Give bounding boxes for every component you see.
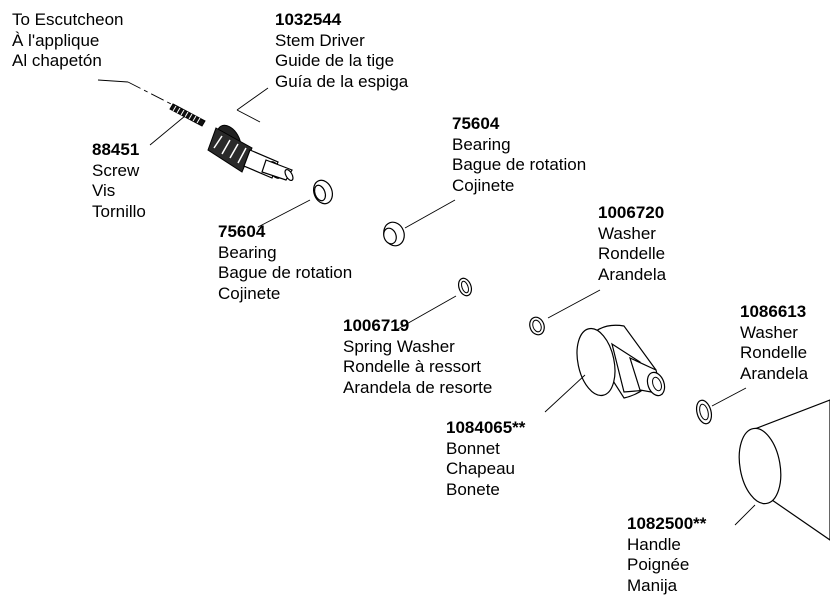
bearing-left-name-es: Cojinete: [218, 283, 281, 303]
bearing-left-name-fr: Bague de rotation: [218, 263, 353, 282]
screw-name-fr: Vis: [92, 181, 116, 200]
bonnet-name-fr: Chapeau: [446, 459, 516, 478]
escutcheon-label-fr: À l'applique: [12, 30, 100, 50]
screw-label: 88451 Screw Vis Tornillo: [92, 140, 146, 222]
bearing-left-name-en: Bearing: [218, 242, 277, 262]
spring-washer-part-number: 1006719: [343, 316, 410, 335]
washer-1006720-part-number: 1006720: [598, 203, 665, 222]
washer-1086613-name-fr: Rondelle: [740, 343, 808, 362]
handle-part: [734, 399, 830, 541]
bonnet-name-es: Bonete: [446, 479, 500, 499]
bonnet-label: 1084065** Bonnet Chapeau Bonete: [446, 418, 525, 500]
handle-name-es: Manija: [627, 575, 678, 595]
spring-washer-name-es: Arandela de resorte: [343, 377, 493, 397]
bearing-right-name-en: Bearing: [452, 134, 511, 154]
stem-driver-name-es: Guía de la espiga: [275, 71, 409, 91]
stem-driver-label: 1032544 Stem Driver Guide de la tige Guí…: [275, 10, 408, 92]
bearing-right-name-es: Cojinete: [452, 175, 515, 195]
washer-1006720-label: 1006720 Washer Rondelle Arandela: [598, 203, 666, 285]
screw-name-en: Screw: [92, 160, 140, 180]
washer-1086613-part-number: 1086613: [740, 302, 807, 321]
washer-1006720-part: [529, 289, 601, 336]
stem-driver-name-en: Stem Driver: [275, 30, 365, 50]
bearing-left-part: [257, 179, 334, 228]
washer-1086613-label: 1086613 Washer Rondelle Arandela: [740, 302, 808, 384]
escutcheon-label-en: To Escutcheon: [12, 10, 124, 29]
bearing-right-part-number: 75604: [452, 114, 500, 133]
bearing-right-label: 75604 Bearing Bague de rotation Cojinete: [452, 114, 586, 196]
screw-name-es: Tornillo: [92, 201, 146, 221]
handle-part-number: 1082500**: [627, 514, 707, 533]
escutcheon-label: To Escutcheon À l'applique Al chapetón: [12, 10, 124, 72]
stem-driver-part-number: 1032544: [275, 10, 342, 29]
stem-driver-part: [207, 87, 294, 182]
washer-1006720-name-en: Washer: [598, 223, 656, 243]
screw-part: [149, 103, 206, 146]
spring-washer-name-fr: Rondelle à ressort: [343, 357, 481, 376]
washer-1086613-name-es: Arandela: [740, 363, 809, 383]
washer-1006720-name-fr: Rondelle: [598, 244, 666, 263]
spring-washer-label: 1006719 Spring Washer Rondelle à ressort…: [343, 316, 492, 398]
spring-washer-part: [395, 277, 473, 331]
escutcheon-underline: [97, 79, 129, 83]
washer-1086613-name-en: Washer: [740, 322, 798, 342]
escutcheon-axis-line: [127, 81, 176, 107]
stem-driver-name-fr: Guide de la tige: [275, 51, 395, 70]
handle-name-en: Handle: [627, 534, 681, 554]
bearing-right-name-fr: Bague de rotation: [452, 155, 587, 174]
screw-part-number: 88451: [92, 140, 140, 159]
washer-1006720-name-es: Arandela: [598, 264, 667, 284]
bonnet-part: [544, 324, 666, 413]
bonnet-part-number: 1084065**: [446, 418, 526, 437]
bearing-left-label: 75604 Bearing Bague de rotation Cojinete: [218, 222, 352, 304]
escutcheon-label-es: Al chapetón: [12, 51, 102, 70]
washer-1086613-part: [695, 387, 747, 425]
bearing-left-part-number: 75604: [218, 222, 266, 241]
handle-label: 1082500** Handle Poignée Manija: [627, 514, 706, 596]
spring-washer-name-en: Spring Washer: [343, 336, 455, 356]
handle-name-fr: Poignée: [627, 555, 690, 574]
bonnet-name-en: Bonnet: [446, 438, 500, 458]
bearing-right-part: [383, 199, 456, 247]
